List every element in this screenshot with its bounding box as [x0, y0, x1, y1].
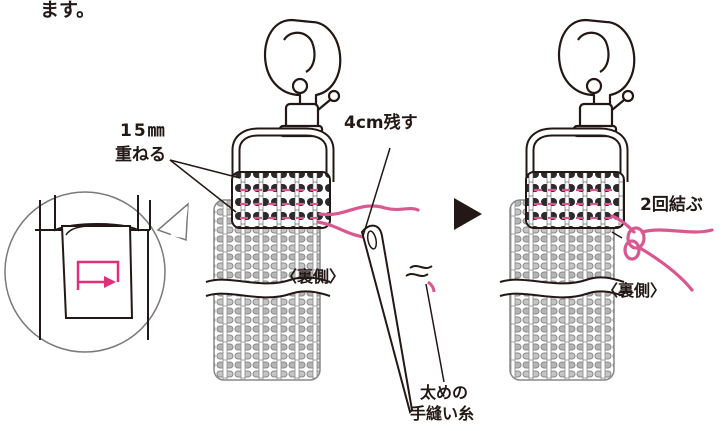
- tie-twice-label: 2回結ぶ: [640, 195, 703, 215]
- knot-thread: [610, 214, 714, 292]
- left-pink-thread: [318, 204, 420, 217]
- thick-thread-label-1: 太めの: [420, 383, 469, 402]
- right-strap: [499, 171, 625, 381]
- back-side-label-left: 〈裏側〉: [281, 267, 346, 286]
- left-strap: [205, 171, 331, 381]
- needle-icon: [360, 224, 414, 414]
- thick-thread-label-2: 手縫い糸: [410, 404, 475, 423]
- right-carabiner-icon: [525, 18, 636, 182]
- left-carabiner-icon: [231, 18, 342, 182]
- overlap-size-label: 15㎜: [120, 121, 167, 141]
- leave-4cm-label: 4cm残す: [344, 113, 418, 133]
- step-arrow-icon: [454, 198, 482, 230]
- back-side-label-right: 〈裏側〉: [602, 281, 667, 300]
- zoom-detail: [4, 191, 189, 353]
- intro-fragment-text: ます。: [40, 0, 96, 21]
- overlap-label: 重ねる: [115, 145, 166, 165]
